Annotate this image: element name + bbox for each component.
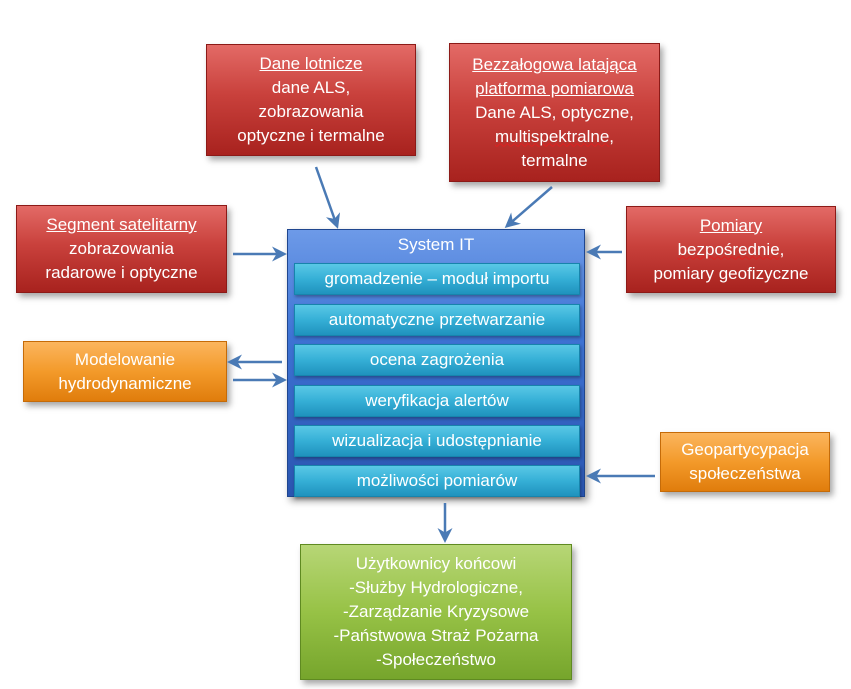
arrow-uav-to-system [504,186,553,228]
arrow-aerial-to-system [314,166,341,229]
module-alert-verification: weryfikacja alertów [294,385,580,417]
end-users-line: -Zarządzanie Kryzysowe [342,602,530,621]
geo-line: społeczeństwa [689,464,801,483]
end-users-line: -Państwowa Straż Pożarna [333,626,539,645]
direct-line: pomiary geofizyczne [653,263,809,283]
direct-line: bezpośrednie, [678,238,785,262]
module-measurement: możliwości pomiarów [294,465,580,497]
system-it-box: System IT gromadzenie – moduł importu au… [287,229,585,497]
end-users-line: Użytkownicy końcowi [355,554,517,573]
satellite-segment-box: Segment satelitarny zobrazowania radarow… [16,205,227,293]
aerial-data-line: zobrazowania [258,102,364,121]
uav-multispectral-word: multispektralne [494,126,610,146]
aerial-data-line: optyczne i termalne [237,126,385,145]
direct-word: bezpośrednie [677,239,780,259]
module-import: gromadzenie – moduł importu [294,263,580,295]
satellite-title: Segment satelitarny [46,215,197,234]
uav-data-line: termalne [521,150,588,170]
hydrodynamic-modelling-box: Modelowanie hydrodynamiczne [23,341,227,402]
end-users-line: -Służby Hydrologiczne, [349,578,523,597]
end-users-line: -Społeczeństwo [375,650,496,669]
aerial-data-line: dane ALS, [271,78,351,97]
uav-comma: , [609,126,615,146]
module-visualization: wizualizacja i udostępnianie [294,425,580,457]
hydro-line: Modelowanie [74,349,176,369]
uav-data-line: Dane ALS, optyczne, [475,102,634,122]
uav-data-line: multispektralne, [495,125,614,149]
module-threat-assessment: ocena zagrożenia [294,344,580,376]
geo-line: Geopartycypacja [681,440,809,459]
uav-title-line: platforma pomiarowa [475,78,634,98]
direct-title: Pomiary [699,215,763,235]
direct-measurements-box: Pomiary bezpośrednie, pomiary geofizyczn… [626,206,836,293]
satellite-line: zobrazowania [69,239,174,258]
direct-comma: , [779,239,785,259]
hydro-line: hydrodynamiczne [58,373,192,393]
uav-platform-box: Bezzałogowa latająca platforma pomiarowa… [449,43,660,182]
module-processing: automatyczne przetwarzanie [294,304,580,336]
end-users-box: Użytkownicy końcowi -Służby Hydrologiczn… [300,544,572,680]
uav-title-line: Bezzałogowa latająca [472,54,637,74]
aerial-data-title: Dane lotnicze [259,54,363,73]
satellite-line: radarowe i optyczne [45,263,198,282]
aerial-data-box: Dane lotnicze dane ALS, zobrazowania opt… [206,44,416,156]
geoparticipation-box: Geopartycypacja społeczeństwa [660,432,830,492]
system-it-title: System IT [397,235,475,254]
